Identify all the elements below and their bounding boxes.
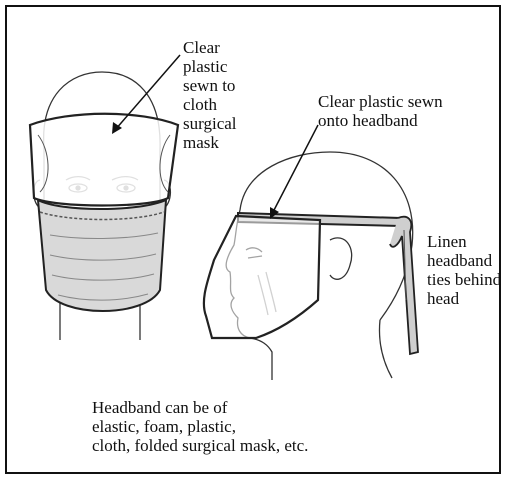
label-front-shield: Clear plastic sewn to cloth surgical mas…	[183, 38, 273, 152]
label-headband-note: Headband can be of elastic, foam, plasti…	[92, 398, 392, 455]
label-side-shield: Clear plastic sewn onto headband	[318, 92, 478, 130]
label-linen-headband: Linen headband ties behind head	[427, 232, 502, 308]
side-label-pointer	[272, 125, 318, 214]
front-face-shield	[30, 114, 178, 206]
side-ear	[330, 238, 352, 279]
side-face-shield	[204, 216, 320, 338]
